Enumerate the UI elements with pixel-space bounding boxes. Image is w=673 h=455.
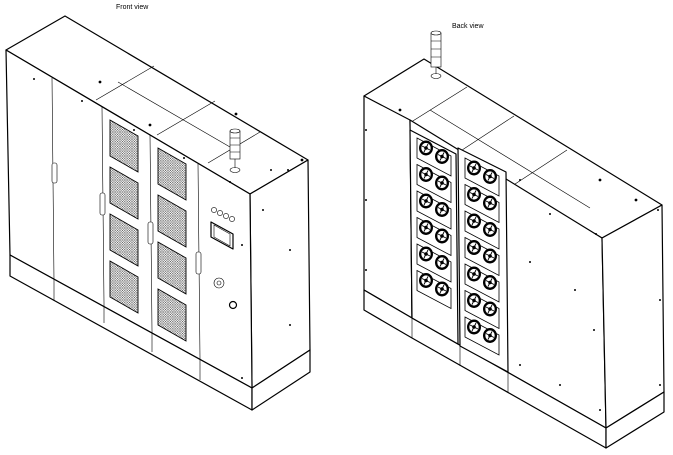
front-plinth-side [251,349,311,411]
fan-grid [416,137,500,356]
front-plinth-dividers [53,281,201,380]
vent-grille [157,241,187,295]
front-top-panels [95,65,261,164]
front-cabinet-side [249,159,311,389]
back-plinth-end [605,391,665,449]
fan [467,160,481,176]
fan [435,149,449,164]
back-top-panels [407,86,591,209]
fan [435,202,449,217]
signal-beacon [229,128,241,173]
fan [483,195,497,211]
front-view-label: Front view [116,4,149,11]
vent-grille [109,213,139,267]
fan [467,187,481,202]
fan [483,301,497,317]
back-signal-beacon [430,30,442,79]
vent-grilles [109,119,187,342]
fan [483,248,497,264]
vent-grille [157,147,187,201]
fan [467,240,481,255]
back-cabinet-end [601,204,665,429]
indicator-lamps [211,207,235,222]
fan [483,328,497,343]
emergency-button [228,300,238,310]
fan [435,281,449,297]
fan [419,220,433,235]
front-screws [33,78,304,379]
fan [483,169,497,184]
fan [419,193,433,209]
fan [419,246,433,262]
front-view-cabinet [5,15,311,411]
fan [483,222,497,237]
vent-grille [109,260,139,314]
back-view-cabinet [363,30,665,449]
fan [419,273,433,288]
fan [467,319,481,335]
vent-grille [109,166,139,220]
vent-grille [109,119,139,173]
back-screws [365,108,661,411]
fan [435,255,449,270]
fan [435,228,449,244]
selector-knob [213,277,225,289]
vent-grille [157,194,187,248]
back-cabinet-side [363,95,413,319]
fan [419,140,433,156]
back-view-label: Back view [452,23,484,30]
fan [467,266,481,282]
fan [467,213,481,229]
hmi-display [210,221,234,250]
vent-grille [157,288,187,342]
door-handles [51,162,202,275]
fan [419,167,433,182]
fan [483,275,497,290]
fan [467,293,481,308]
fan [435,175,449,191]
